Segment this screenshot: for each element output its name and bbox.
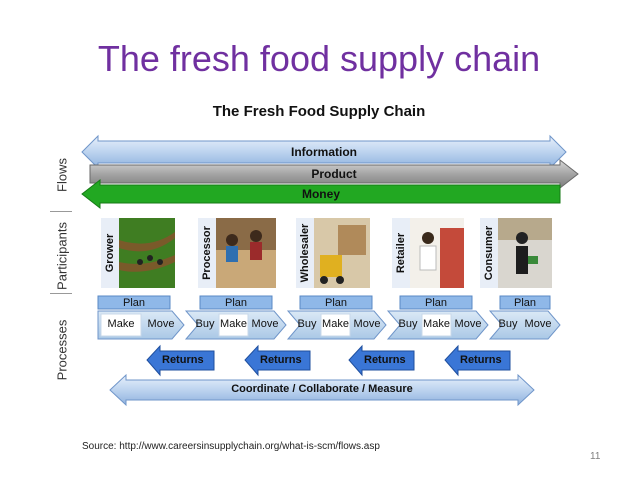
- move-label: Move: [524, 318, 552, 330]
- make-box: [320, 313, 351, 337]
- move-label: Move: [147, 318, 175, 330]
- returns-label: Returns: [364, 354, 406, 366]
- plan-box: [399, 295, 473, 310]
- make-box: [100, 313, 142, 337]
- buy-label: Buy: [195, 318, 215, 330]
- participant-label: Retailer: [395, 232, 407, 274]
- processor-photo: [216, 218, 276, 288]
- money-flow-label: Money: [301, 187, 340, 201]
- coordinate-arrow: [109, 373, 535, 407]
- process-chevron: [488, 310, 561, 340]
- buy-label: Buy: [398, 318, 418, 330]
- make-label: Make: [322, 318, 349, 330]
- returns-label: Returns: [260, 354, 302, 366]
- participant-tab: Wholesaler: [296, 218, 314, 288]
- plan-label: Plan: [513, 297, 537, 309]
- wholesaler-photo: [314, 218, 370, 288]
- plan-label: Plan: [424, 297, 448, 309]
- information-flow-label: Information: [291, 145, 357, 159]
- participant-label: Processor: [201, 226, 213, 280]
- returns-arrow: [444, 344, 511, 377]
- plan-box: [299, 295, 373, 310]
- information-arrow: [81, 134, 567, 170]
- product-flow-label: Product: [311, 167, 357, 181]
- plan-label: Plan: [324, 297, 348, 309]
- section-divider: [50, 211, 72, 212]
- make-label: Make: [220, 318, 247, 330]
- make-box: [218, 313, 249, 337]
- section-divider: [50, 293, 72, 294]
- returns-label: Returns: [162, 354, 204, 366]
- buy-label: Buy: [297, 318, 317, 330]
- retailer-photo: [410, 218, 464, 288]
- returns-arrow: [244, 344, 311, 377]
- buy-label: Buy: [498, 318, 518, 330]
- plan-label: Plan: [224, 297, 248, 309]
- make-label: Make: [423, 318, 450, 330]
- plan-box: [199, 295, 273, 310]
- plan-box: [499, 295, 551, 310]
- page-number: 11: [590, 451, 601, 462]
- source-citation: Source: http://www.careersinsupplychain.…: [82, 441, 380, 452]
- slide-title: The fresh food supply chain: [97, 38, 541, 79]
- move-label: Move: [251, 318, 279, 330]
- product-arrow: [89, 158, 579, 190]
- plan-box: [97, 295, 171, 310]
- plan-label: Plan: [122, 297, 146, 309]
- make-label: Make: [107, 318, 135, 330]
- move-label: Move: [454, 318, 482, 330]
- make-box: [421, 313, 452, 337]
- money-arrow: [81, 178, 561, 210]
- participant-tab: Retailer: [392, 218, 410, 288]
- coordinate-label: Coordinate / Collaborate / Measure: [231, 383, 413, 395]
- participant-tab: Consumer: [480, 218, 498, 288]
- consumer-photo: [498, 218, 552, 288]
- grower-photo: [119, 218, 175, 288]
- participant-label: Grower: [104, 233, 116, 273]
- move-label: Move: [353, 318, 381, 330]
- participant-tab: Processor: [198, 218, 216, 288]
- participant-label: Consumer: [483, 225, 495, 281]
- diagram-title: The Fresh Food Supply Chain: [212, 103, 426, 120]
- returns-arrow: [348, 344, 415, 377]
- returns-arrow: [146, 344, 215, 377]
- participant-tab: Grower: [101, 218, 119, 288]
- participant-label: Wholesaler: [299, 223, 311, 283]
- returns-label: Returns: [460, 354, 502, 366]
